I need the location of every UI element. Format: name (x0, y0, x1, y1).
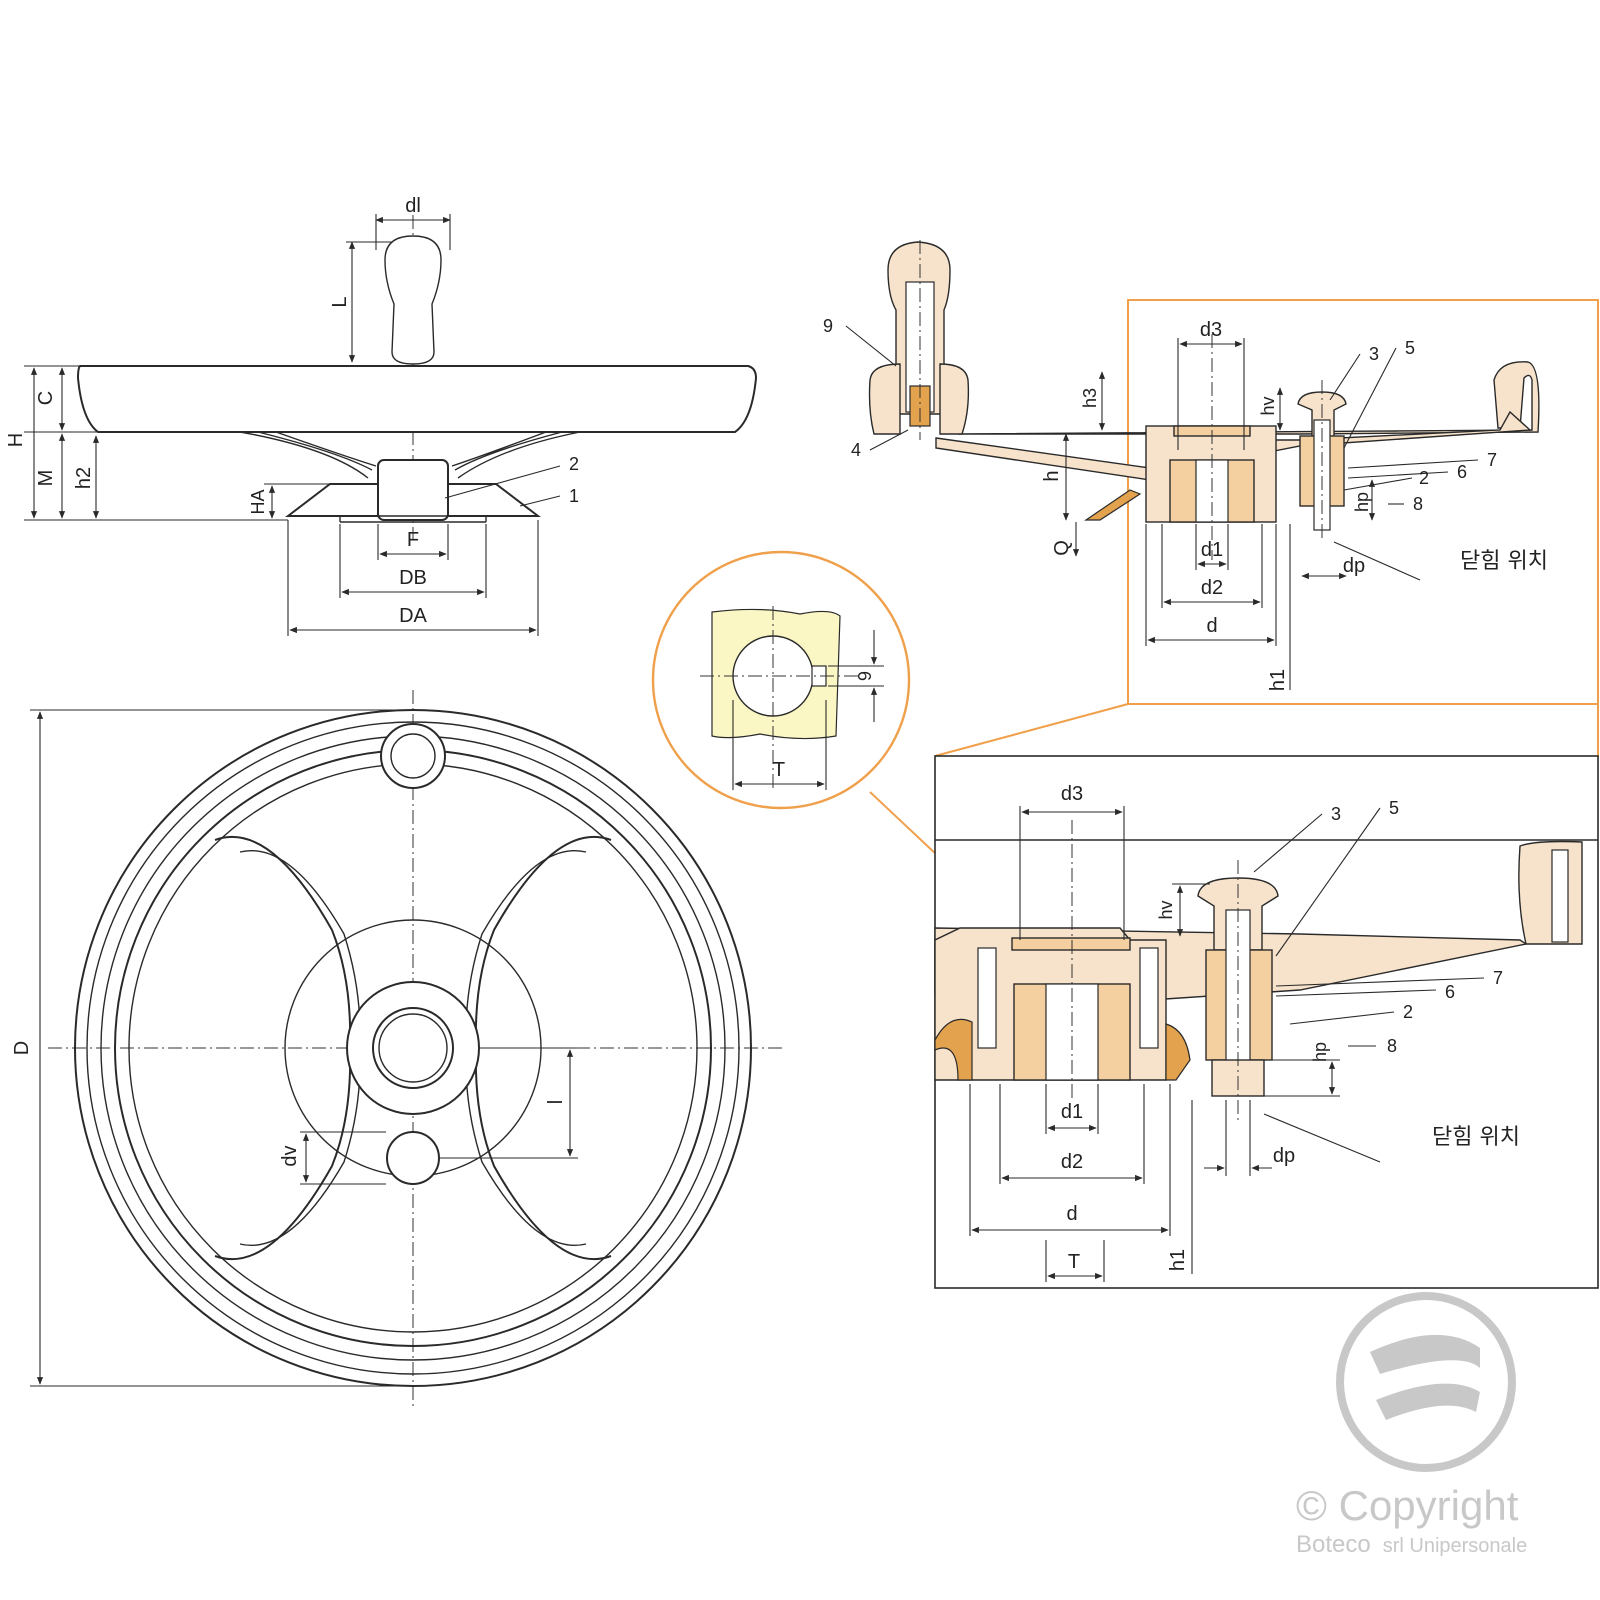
dim-L: L (329, 296, 351, 307)
detail-dim-d3: d3 (1061, 783, 1083, 805)
ref-2-section: 2 (1419, 468, 1429, 488)
dim-Q: Q (1051, 540, 1073, 556)
detail-view: d3 hv hp dp 닫힘 위치 d1 d2 d T h1 3 5 7 (934, 755, 1599, 1289)
rim-section (957, 361, 1540, 435)
dim-D: D (11, 1041, 33, 1055)
detail-dim-d2: d2 (1061, 1151, 1083, 1173)
side-view: dl L H C M h2 HA F DB DA 2 1 (5, 195, 758, 636)
closed-position-label: 닫힘 위치 (1460, 549, 1548, 574)
spoke-flare (239, 431, 581, 479)
detail-ref-8: 8 (1387, 1036, 1397, 1056)
ref-7: 7 (1487, 450, 1497, 470)
dim-dv: dv (279, 1145, 301, 1166)
detail-dim-T: T (1068, 1251, 1080, 1273)
detail-dim-hv: hv (1156, 900, 1176, 919)
detail-ref-5: 5 (1389, 798, 1399, 818)
ref-2-side: 2 (569, 454, 579, 474)
detail-dim-dp: dp (1273, 1145, 1295, 1167)
dim-l: l (545, 1100, 567, 1104)
seal-ring (1084, 489, 1142, 521)
detail-seal-right (1165, 1023, 1191, 1081)
dim-h1: h1 (1267, 669, 1289, 691)
detail-rim (1518, 840, 1583, 945)
dim-F: F (407, 529, 419, 551)
copyright-logo-icon (1336, 1292, 1516, 1472)
watermark-suffix: srl Unipersonale (1383, 1535, 1528, 1557)
keyway-detail: 6 T (651, 550, 1073, 983)
dim-h2: h2 (73, 467, 95, 489)
copyright-watermark: © Copyright Boteco srl Unipersonale (1296, 1292, 1527, 1558)
dim-h: h (1041, 470, 1063, 481)
dim-d3: d3 (1200, 319, 1222, 341)
dim-HA: HA (248, 489, 268, 514)
detail-ref-2: 2 (1403, 1002, 1413, 1022)
dim-hp: hp (1352, 492, 1372, 512)
ref-6: 6 (1457, 462, 1467, 482)
bore (372, 1007, 454, 1089)
ref-9: 9 (823, 316, 833, 336)
detail-dim-h1: h1 (1167, 1249, 1189, 1271)
handle-grip (384, 235, 442, 365)
ref-5: 5 (1405, 338, 1415, 358)
detail-ref-7: 7 (1493, 968, 1503, 988)
dim-T: T (773, 759, 785, 781)
dim-dl: dl (405, 195, 421, 217)
top-view: D l dv (11, 690, 782, 1410)
wheel-rim-side (76, 365, 758, 433)
watermark-line1: © Copyright (1296, 1482, 1519, 1529)
section-view: d3 h3 h Q d1 d2 d h1 hv hp dp 닫힘 위치 9 4 … (823, 240, 1599, 757)
ref-1-side: 1 (569, 486, 579, 506)
detail-dim-d: d (1066, 1203, 1077, 1225)
watermark-line2: Boteco srl Unipersonale (1296, 1531, 1527, 1558)
dim-H: H (5, 433, 27, 447)
hub-side (377, 459, 449, 521)
ref-4: 4 (851, 440, 861, 460)
dim-h3: h3 (1080, 388, 1100, 408)
detail-seal-left (934, 1018, 973, 1081)
ref-8: 8 (1413, 494, 1423, 514)
dim-d: d (1206, 615, 1217, 637)
dim-DB: DB (399, 567, 427, 589)
detail-dim-hp: hp (1310, 1042, 1330, 1062)
dim-keyway-6: 6 (854, 671, 874, 681)
dim-M: M (35, 470, 57, 487)
detail-closed-position-label: 닫힘 위치 (1432, 1125, 1520, 1150)
dim-d1: d1 (1201, 539, 1223, 561)
detail-ref-6: 6 (1445, 982, 1455, 1002)
plunger-boss (386, 1131, 440, 1185)
dim-DA: DA (399, 605, 427, 627)
hub-ring (346, 981, 480, 1115)
dim-C: C (35, 391, 57, 405)
detail-dim-d1: d1 (1061, 1101, 1083, 1123)
watermark-company: Boteco (1296, 1531, 1371, 1558)
ref-3: 3 (1369, 344, 1379, 364)
detail-ref-3: 3 (1331, 804, 1341, 824)
dim-d2: d2 (1201, 577, 1223, 599)
dim-dp: dp (1343, 555, 1365, 577)
dim-hv: hv (1258, 396, 1278, 415)
